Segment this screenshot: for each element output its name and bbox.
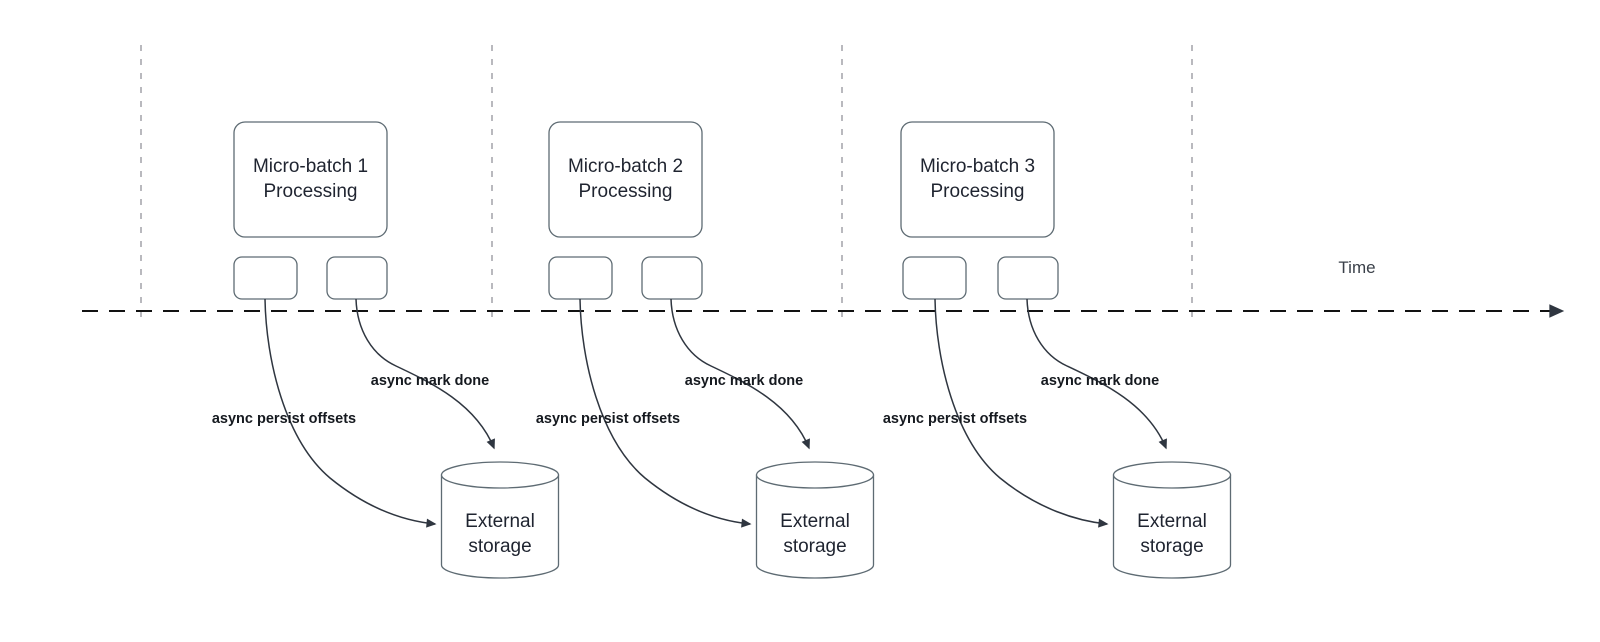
external-storage-label-line1: External [1137, 511, 1207, 532]
task-box-persist[interactable] [233, 256, 298, 300]
task-box-mark[interactable] [641, 256, 703, 300]
task-box-mark[interactable] [326, 256, 388, 300]
micro-batch-label-line2: Processing [931, 181, 1025, 202]
batch-group-2: Micro-batch 2 Processing async persist o… [536, 121, 875, 579]
async-mark-done-arrow [670, 298, 810, 450]
cylinder-body [440, 474, 560, 579]
cylinder-top [755, 461, 875, 489]
task-box-mark[interactable] [997, 256, 1059, 300]
batch-group-1: Micro-batch 1 Processing async persist o… [212, 121, 560, 579]
async-mark-done-label: async mark done [685, 373, 803, 389]
async-mark-done-arrow [355, 298, 495, 450]
cylinder-body [1112, 474, 1232, 579]
micro-batch-label-line1: Micro-batch 3 [920, 156, 1035, 177]
cylinder-top [440, 461, 560, 489]
external-storage-cylinder[interactable]: External storage [755, 461, 875, 579]
external-storage-cylinder[interactable]: External storage [1112, 461, 1232, 579]
async-persist-offsets-label: async persist offsets [883, 411, 1027, 427]
micro-batch-box[interactable] [548, 121, 703, 238]
micro-batch-box[interactable] [900, 121, 1055, 238]
micro-batch-box[interactable] [233, 121, 388, 238]
micro-batch-label-line2: Processing [579, 181, 673, 202]
cylinder-top [1112, 461, 1232, 489]
async-persist-offsets-arrow [934, 298, 1109, 528]
async-persist-offsets-arrow [579, 298, 752, 528]
cylinder-body [755, 474, 875, 579]
async-persist-offsets-arrow [264, 298, 437, 528]
external-storage-cylinder[interactable]: External storage [440, 461, 560, 579]
async-mark-done-label: async mark done [371, 373, 489, 389]
external-storage-label-line2: storage [783, 536, 846, 557]
external-storage-label-line2: storage [468, 536, 531, 557]
separator-lines [140, 45, 1193, 322]
external-storage-label-line2: storage [1140, 536, 1203, 557]
task-box-persist[interactable] [548, 256, 613, 300]
micro-batch-label-line1: Micro-batch 2 [568, 156, 683, 177]
external-storage-label-line1: External [780, 511, 850, 532]
time-axis-label: Time [1338, 258, 1375, 277]
async-persist-offsets-label: async persist offsets [212, 411, 356, 427]
micro-batch-label-line2: Processing [264, 181, 358, 202]
async-persist-offsets-label: async persist offsets [536, 411, 680, 427]
external-storage-label-line1: External [465, 511, 535, 532]
async-mark-done-label: async mark done [1041, 373, 1159, 389]
micro-batch-label-line1: Micro-batch 1 [253, 156, 368, 177]
batch-group-3: Micro-batch 3 Processing async persist o… [883, 121, 1232, 579]
time-axis: Time [82, 258, 1565, 318]
task-box-persist[interactable] [902, 256, 967, 300]
async-mark-done-arrow [1026, 298, 1167, 450]
